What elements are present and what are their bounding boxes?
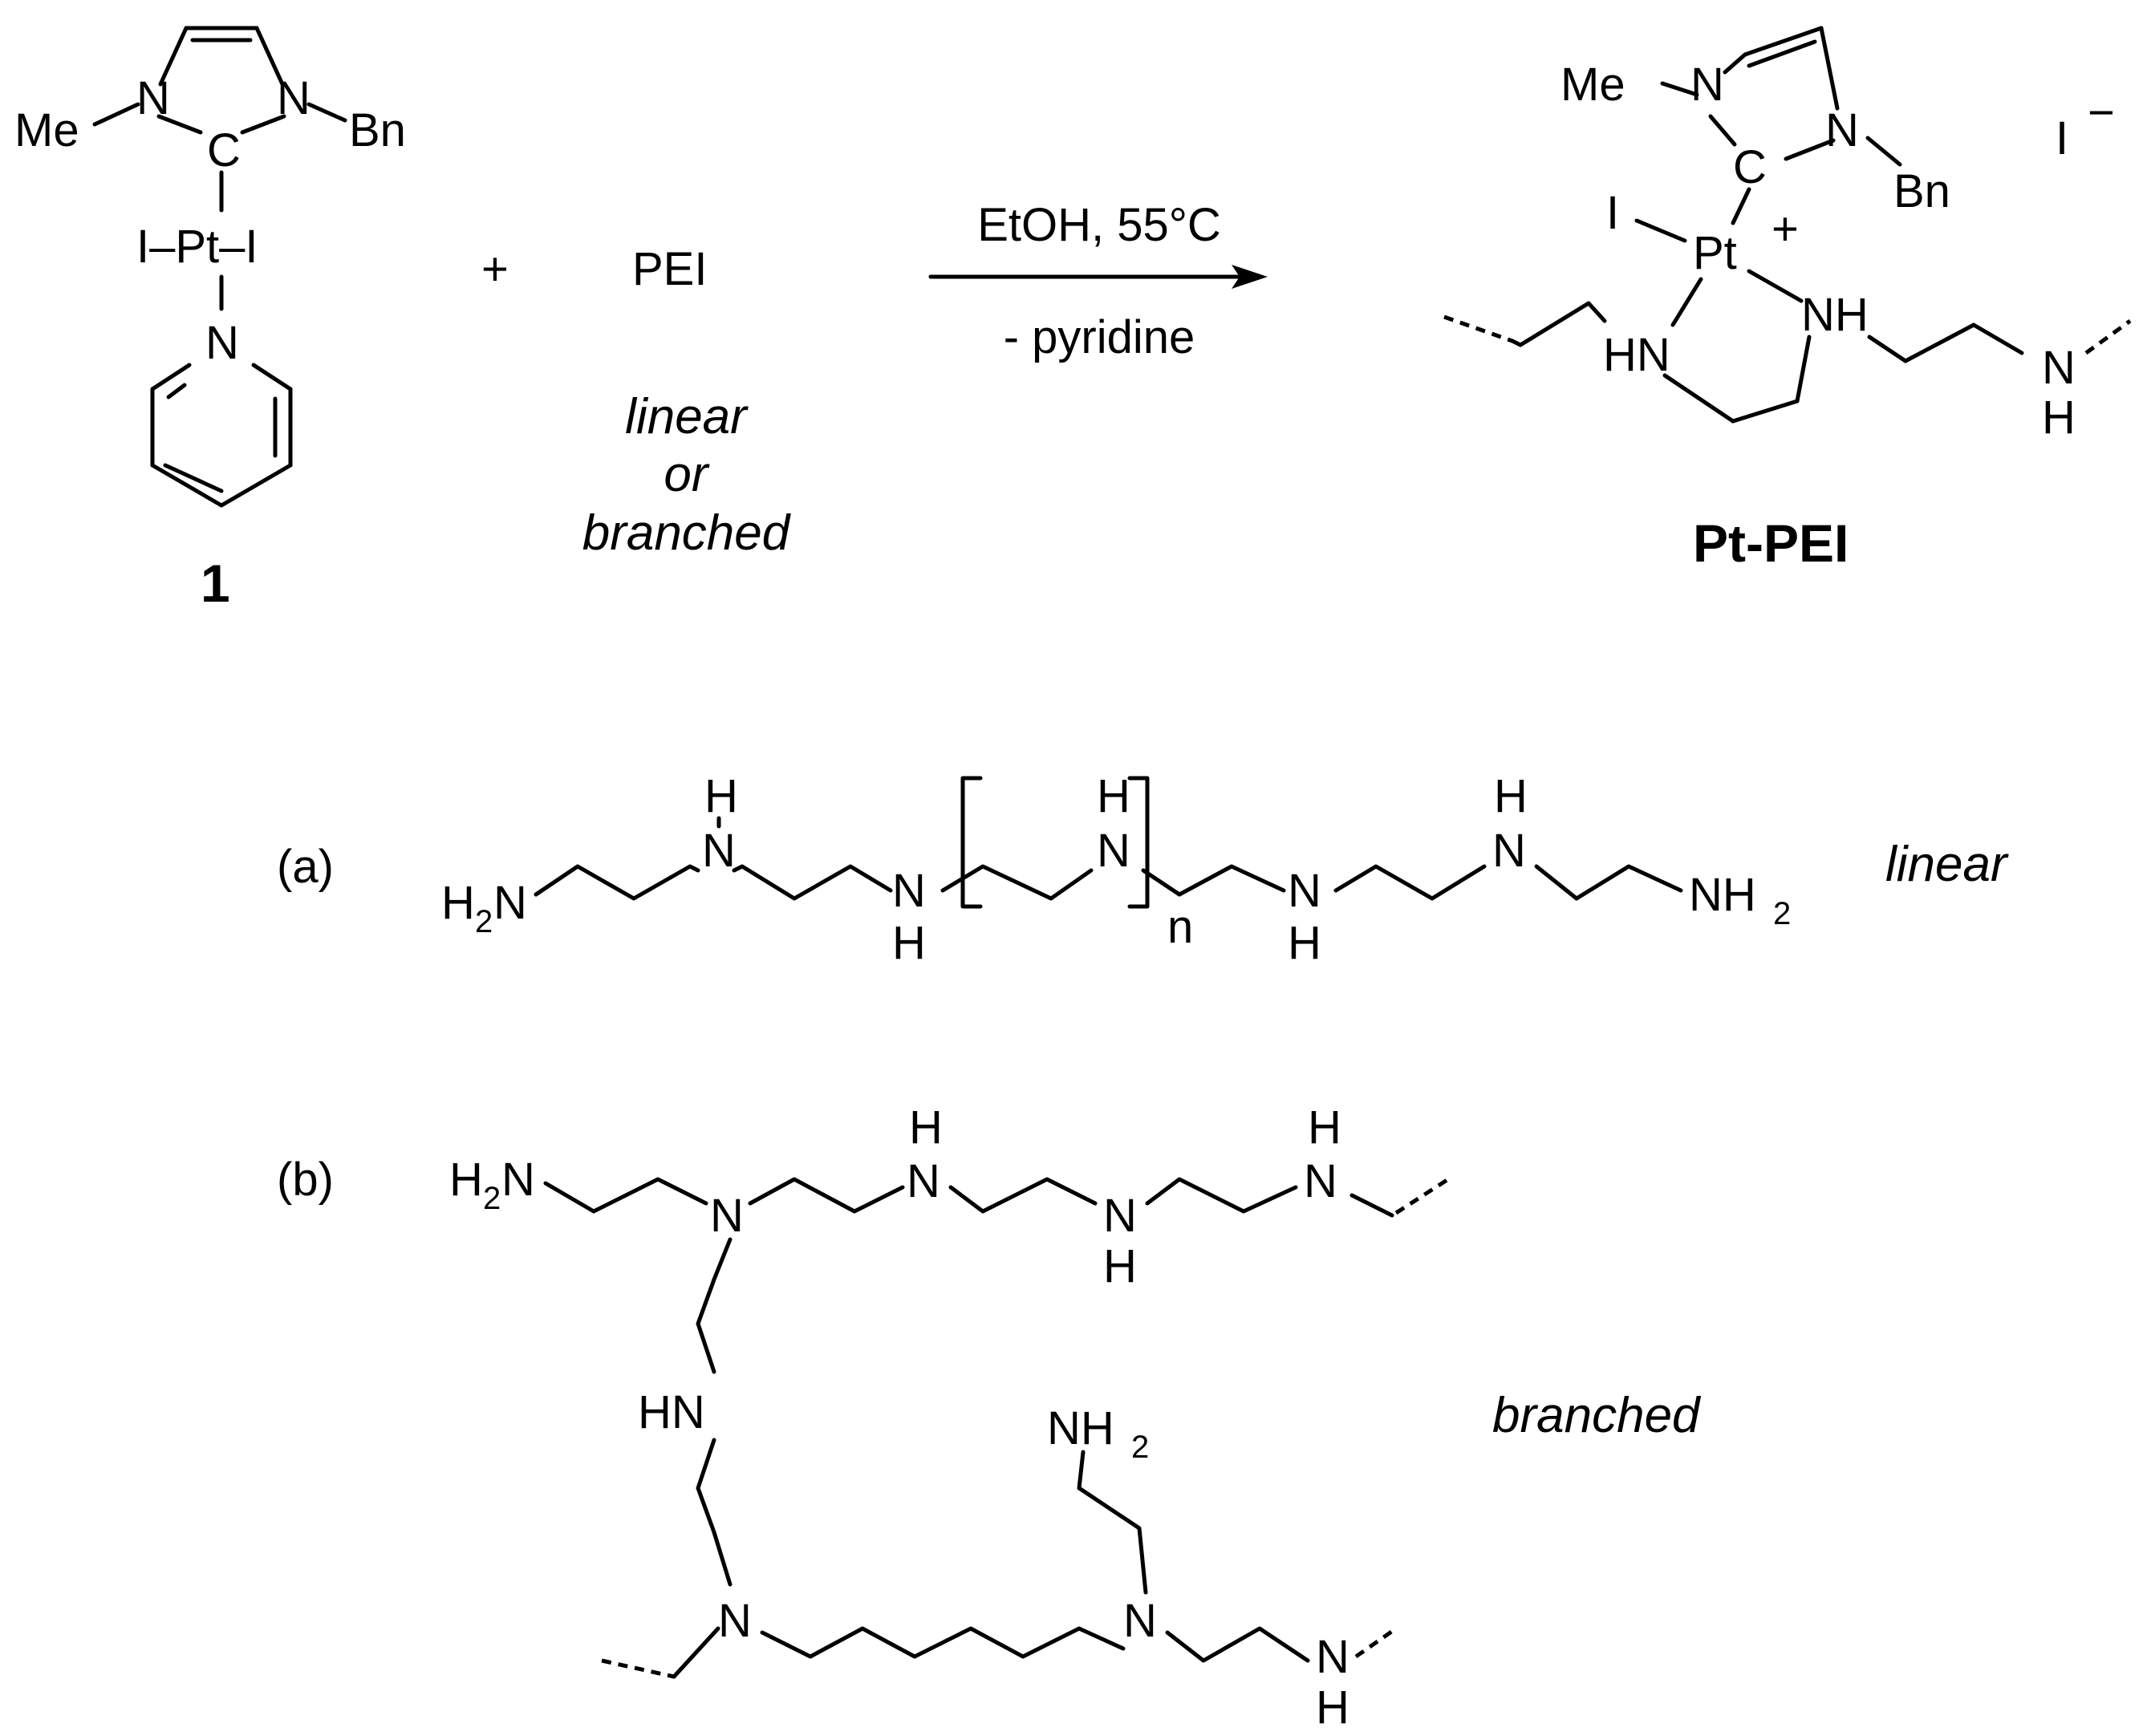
iodide-charge: − <box>2088 87 2115 139</box>
product-carbene-carbon: C <box>1733 141 1767 193</box>
panel-a-h-2: H <box>892 917 926 969</box>
pei-type-or: or <box>664 447 709 502</box>
panel-a-linear-pei: (a) H 2 N H N N H H N n N H H N NH 2 l <box>277 770 2009 969</box>
product-chain-h: H <box>2042 391 2076 444</box>
panel-b-n-2: N <box>1103 1190 1137 1242</box>
panel-b-hn: HN <box>638 1386 705 1438</box>
pei-type-linear: linear <box>625 389 749 444</box>
panel-b-n-tertiary-1: N <box>710 1190 744 1242</box>
panel-a-h2n-n: N <box>493 877 527 929</box>
compound-1: Me N N Bn C I–Pt–I N 1 <box>14 26 406 613</box>
product-imidazole-n-methyl: N <box>1690 59 1724 111</box>
panel-b-n-tertiary-2: N <box>718 1595 752 1647</box>
panel-b-h2n-h: H <box>449 1154 483 1206</box>
panel-b-type-label: branched <box>1492 1388 1702 1443</box>
panel-b-h-2: H <box>1103 1240 1137 1292</box>
cation-charge: + <box>1772 203 1799 255</box>
panel-a-h-4: H <box>1494 770 1528 822</box>
panel-a-n-4: N <box>1492 825 1526 877</box>
panel-a-h-1: H <box>704 770 738 822</box>
product-chain-n: N <box>2042 342 2076 394</box>
panel-b-h2n-n: N <box>501 1154 535 1206</box>
panel-a-nh2-sub: 2 <box>1773 896 1791 931</box>
pei-type-branched: branched <box>582 505 792 561</box>
panel-b-nh2-sub: 2 <box>1131 1430 1149 1465</box>
methyl-label: Me <box>14 104 79 156</box>
product-benzyl-label: Bn <box>1893 165 1950 217</box>
panel-a-type-label: linear <box>1885 837 2009 892</box>
panel-b-n-tertiary-3: N <box>1123 1595 1157 1647</box>
panel-a-h2n-sub: 2 <box>475 904 493 939</box>
carbene-carbon: C <box>207 124 241 176</box>
conditions-byproduct: - pyridine <box>1004 311 1195 363</box>
imidazole-n-methyl: N <box>136 72 170 124</box>
product-platinum: Pt <box>1693 227 1737 279</box>
panel-a-n-3: N <box>1288 865 1321 917</box>
product-methyl-label: Me <box>1560 59 1625 111</box>
iodide-counterion: I <box>2056 112 2068 164</box>
product-pt-pei: Me N N C Bn I − I Pt + HN NH N H Pt-PEI <box>1443 26 2132 573</box>
panel-b-label: (b) <box>277 1154 334 1206</box>
panel-a-h2n-h: H <box>441 877 475 929</box>
panel-b-h-3: H <box>1308 1101 1341 1154</box>
panel-a-h-3: H <box>1288 917 1321 969</box>
product-hn-coordinated: HN <box>1603 329 1670 381</box>
conditions-solvent-temp: EtOH, 55°C <box>977 199 1221 251</box>
panel-b-n-4: N <box>1316 1631 1349 1683</box>
pt-diiodide-row: I–Pt–I <box>136 221 258 273</box>
panel-b-n-1: N <box>907 1155 940 1207</box>
benzyl-label: Bn <box>349 104 406 156</box>
product-label: Pt-PEI <box>1693 513 1849 573</box>
pyridine-n: N <box>205 317 239 369</box>
panel-a-label: (a) <box>277 841 334 893</box>
plus-sign: + <box>481 243 509 295</box>
panel-a-nh2-n: NH <box>1689 869 1756 921</box>
panel-a-n-2: N <box>892 865 926 917</box>
product-nh-coordinated: NH <box>1801 289 1869 341</box>
compound-1-label: 1 <box>201 554 230 613</box>
panel-b-branched-pei: (b) H 2 N N H N N H H N HN N N NH 2 <box>277 1101 1702 1734</box>
imidazole-n-benzyl: N <box>277 72 310 124</box>
panel-b-h2n-sub: 2 <box>483 1181 501 1216</box>
pei-label: PEI <box>632 243 708 295</box>
panel-b-n-3: N <box>1304 1155 1337 1207</box>
panel-a-n-1: N <box>702 825 736 877</box>
panel-b-nh2-n: NH <box>1047 1402 1114 1454</box>
product-imidazole-n-benzyl: N <box>1825 104 1859 156</box>
panel-a-n-repeat: N <box>1097 825 1130 877</box>
reaction-arrow <box>928 265 1268 289</box>
panel-a-h-repeat: H <box>1097 770 1130 822</box>
panel-a-repeat-n: n <box>1167 901 1193 953</box>
panel-b-h-1: H <box>909 1101 943 1154</box>
panel-b-h-4: H <box>1316 1681 1349 1734</box>
product-iodo-ligand: I <box>1606 187 1619 239</box>
